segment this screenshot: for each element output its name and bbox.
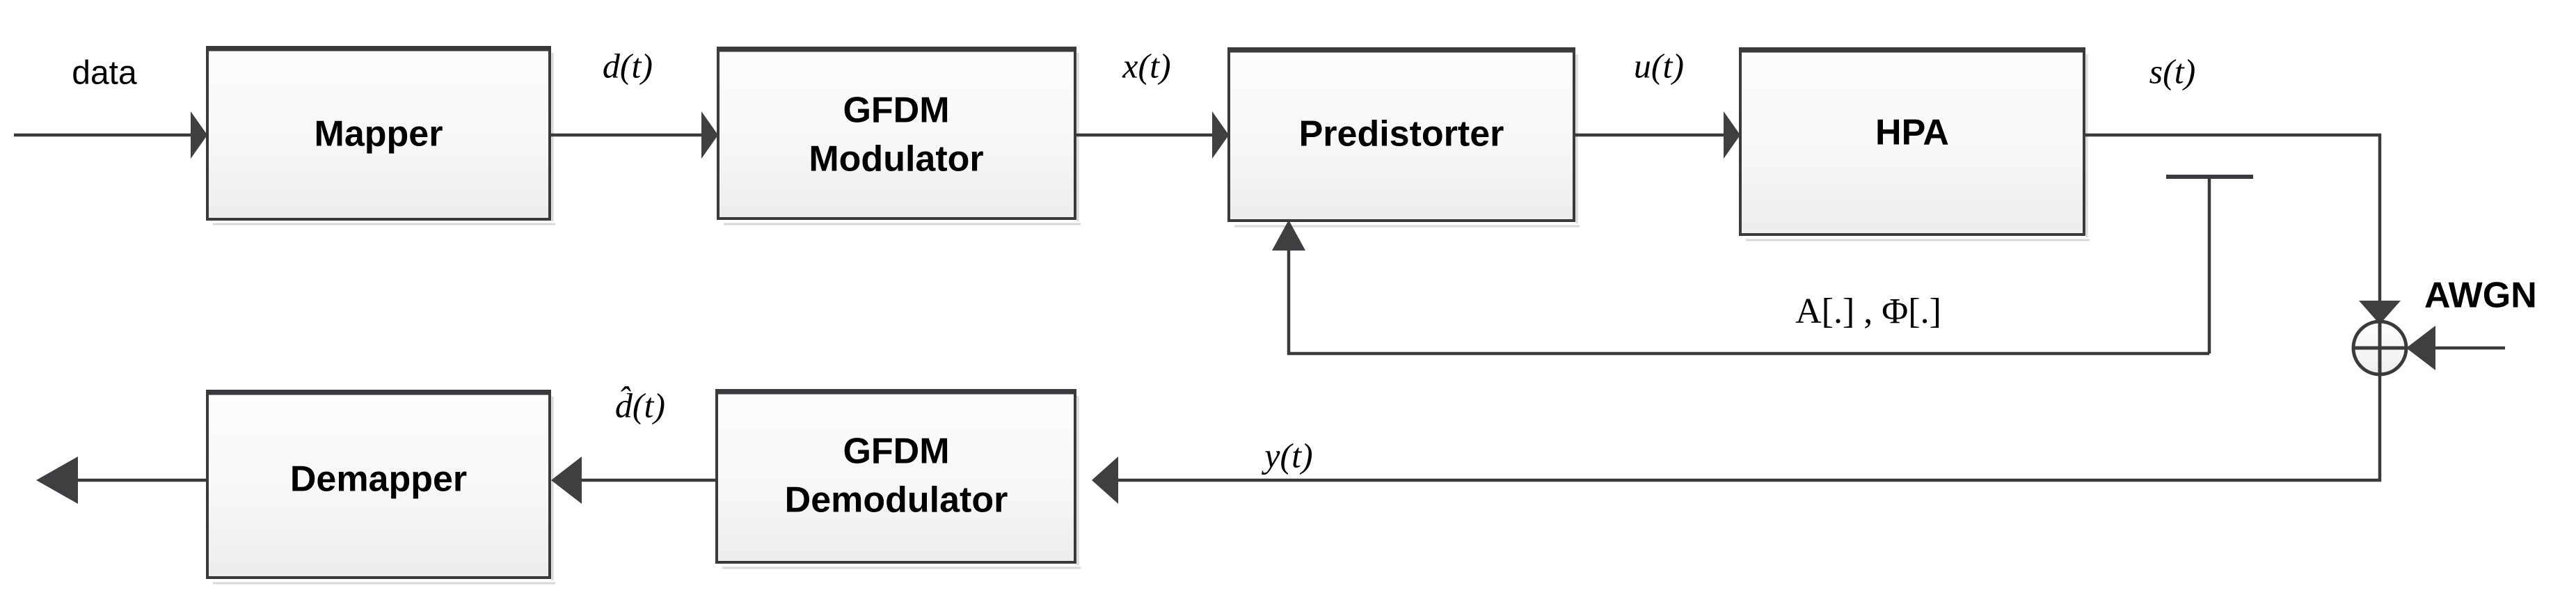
wire-sum-to-demodulator <box>1092 374 2382 504</box>
block-mapper-label: Mapper <box>315 114 443 154</box>
arrowhead-output <box>36 457 78 504</box>
arrowhead-into-modulator <box>701 111 718 159</box>
wire-hpa-to-sum <box>2084 133 2401 324</box>
arrowhead-into-mapper <box>191 111 207 159</box>
label-x-of-t: x(t) <box>1122 46 1170 85</box>
wire-demodulator-to-demapper <box>551 457 717 504</box>
wire-awgn-into-sum <box>2406 326 2505 370</box>
arrowhead-into-predistorter-bottom <box>1272 220 1305 251</box>
block-gfdm-modulator-label-line1: GFDM <box>843 90 949 131</box>
label-d-of-t: d(t) <box>603 46 653 85</box>
block-predistorter-label: Predistorter <box>1299 114 1504 154</box>
label-awgn: AWGN <box>2424 276 2537 316</box>
arrowhead-into-sum-right <box>2406 326 2435 370</box>
arrowhead-into-hpa <box>1724 111 1740 159</box>
label-feedback-coefficients: A[.] , Φ[.] <box>1795 292 1941 331</box>
label-u-of-t: u(t) <box>1634 46 1684 85</box>
arrowhead-into-demapper <box>551 457 582 504</box>
label-s-of-t: s(t) <box>2149 51 2196 90</box>
arrowhead-into-demodulator <box>1092 457 1118 504</box>
wire-feedback-to-predistorter <box>1272 220 2209 356</box>
block-mapper[interactable]: Mapper <box>206 46 551 221</box>
wire-data-to-mapper <box>14 111 207 159</box>
feedback-tap-junction <box>2166 175 2253 354</box>
block-demapper-label: Demapper <box>290 459 467 500</box>
arrowhead-into-predistorter <box>1212 111 1229 159</box>
label-data-input: data <box>72 55 137 92</box>
block-gfdm-demodulator-label-line2: Demodulator <box>785 480 1008 521</box>
arrowhead-into-sum-top <box>2359 301 2401 324</box>
wire-demapper-output <box>36 457 207 504</box>
block-gfdm-modulator[interactable]: GFDM Modulator <box>717 47 1076 220</box>
block-hpa-label: HPA <box>1875 113 1949 153</box>
block-gfdm-demodulator-label-line1: GFDM <box>843 431 949 472</box>
awgn-summing-junction[interactable] <box>2351 319 2408 376</box>
wire-mapper-to-modulator <box>550 111 718 159</box>
label-y-of-t: y(t) <box>1261 436 1312 475</box>
wire-predistorter-to-hpa <box>1574 111 1740 159</box>
block-gfdm-demodulator[interactable]: GFDM Demodulator <box>715 389 1076 564</box>
block-demapper[interactable]: Demapper <box>206 390 551 579</box>
block-hpa[interactable]: HPA <box>1739 47 2085 236</box>
block-predistorter[interactable]: Predistorter <box>1227 47 1575 222</box>
label-d-hat-of-t: d̂(t) <box>615 385 665 425</box>
wire-modulator-to-predistorter <box>1075 111 1229 159</box>
block-gfdm-modulator-label-line2: Modulator <box>809 139 983 180</box>
